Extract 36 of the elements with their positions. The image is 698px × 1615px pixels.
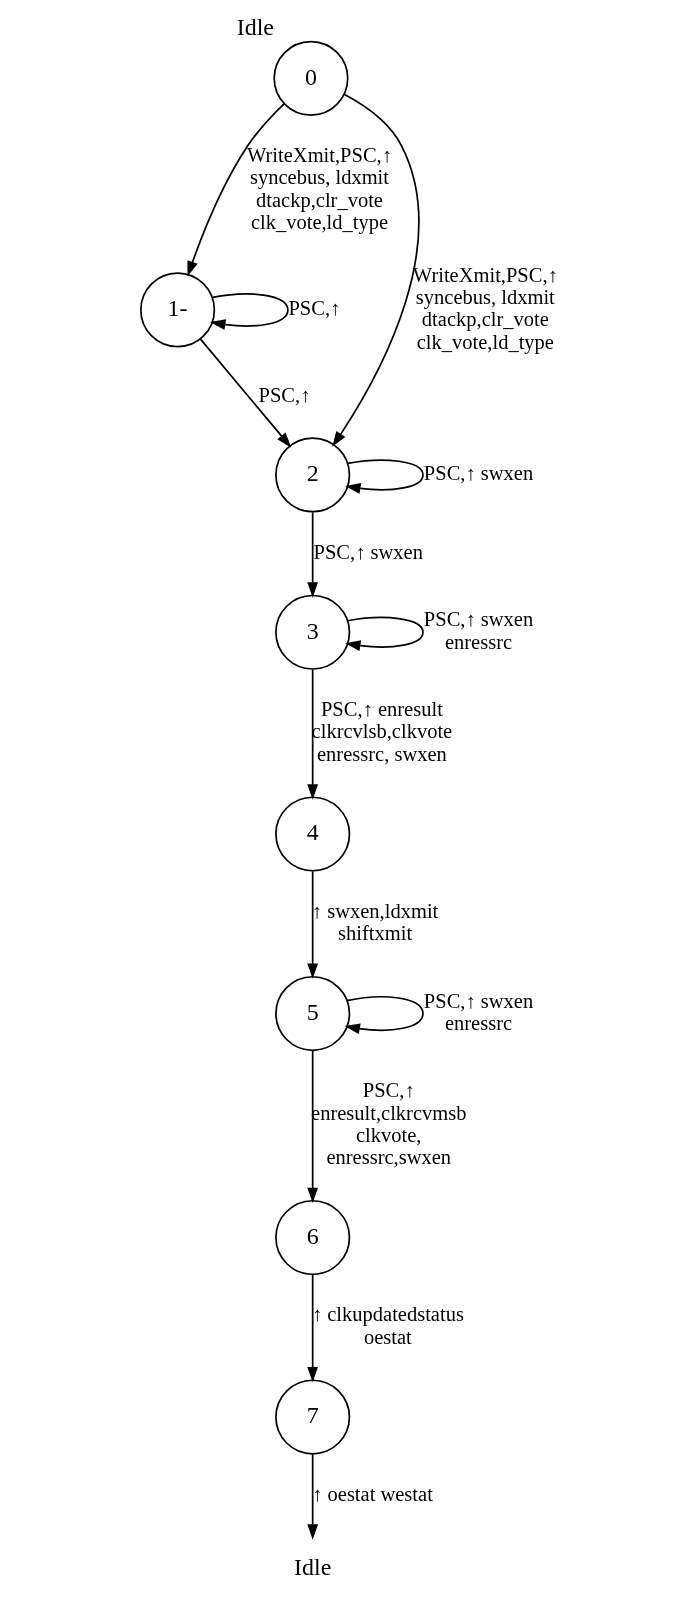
arrow: [307, 511, 319, 598]
arrow: [345, 616, 424, 652]
node-text: Idle: [294, 1553, 332, 1580]
node-circle: 6: [275, 1199, 351, 1276]
node-circle: 4: [275, 796, 351, 872]
edge-label: PSC,↑: [288, 297, 341, 320]
arrow: [307, 1453, 319, 1540]
edge-label: WriteXmit,PSC,↑ syncebus, ldxmit dtackp,clr_vote clk_vote,ld_type: [412, 263, 558, 353]
node-circle: 7: [275, 1379, 351, 1455]
arrow: [332, 93, 420, 447]
node-circle: 3: [275, 594, 351, 670]
arrow: [307, 668, 319, 800]
edge-label: PSC,↑ swxen: [423, 462, 534, 485]
edge-label: ↑ swxen,ldxmit shiftxmit: [311, 899, 439, 945]
edge-label: PSC,↑ enresult clkrcvlsb,clkvote enressrc, swxen: [311, 698, 453, 765]
node-label: Idle: [236, 14, 274, 41]
node-circle: 0: [273, 40, 349, 116]
edge-label: ↑ oestat westat: [312, 1482, 433, 1505]
arrow: [210, 293, 289, 330]
edge-label: PSC,↑ swxen enressrc: [423, 989, 534, 1034]
edge-label: PSC,↑ swxen enressrc: [423, 608, 534, 653]
edge-label: WriteXmit,PSC,↑ syncebus, ldxmit dtackp,clr_vote clk_vote,ld_type: [247, 144, 392, 233]
arrow: [345, 459, 424, 494]
edge-label: PSC,↑ swxen: [313, 540, 423, 563]
arrow: [199, 338, 292, 448]
arrow: [307, 870, 319, 979]
arrow: [344, 996, 424, 1034]
arrow: [307, 1049, 319, 1204]
node-circle: 5: [275, 975, 351, 1052]
node-circle: 2: [275, 437, 351, 513]
node-circle: 1-: [140, 272, 216, 348]
arrow: [307, 1274, 319, 1383]
edge-label: PSC,↑ enresult,clkrcvmsb clkvote, enressrc,swxen: [311, 1079, 467, 1169]
arrow: [187, 102, 285, 277]
edge-label: ↑ clkupdatedstatus oestat: [311, 1303, 464, 1348]
edge-label: PSC,↑: [258, 383, 311, 406]
